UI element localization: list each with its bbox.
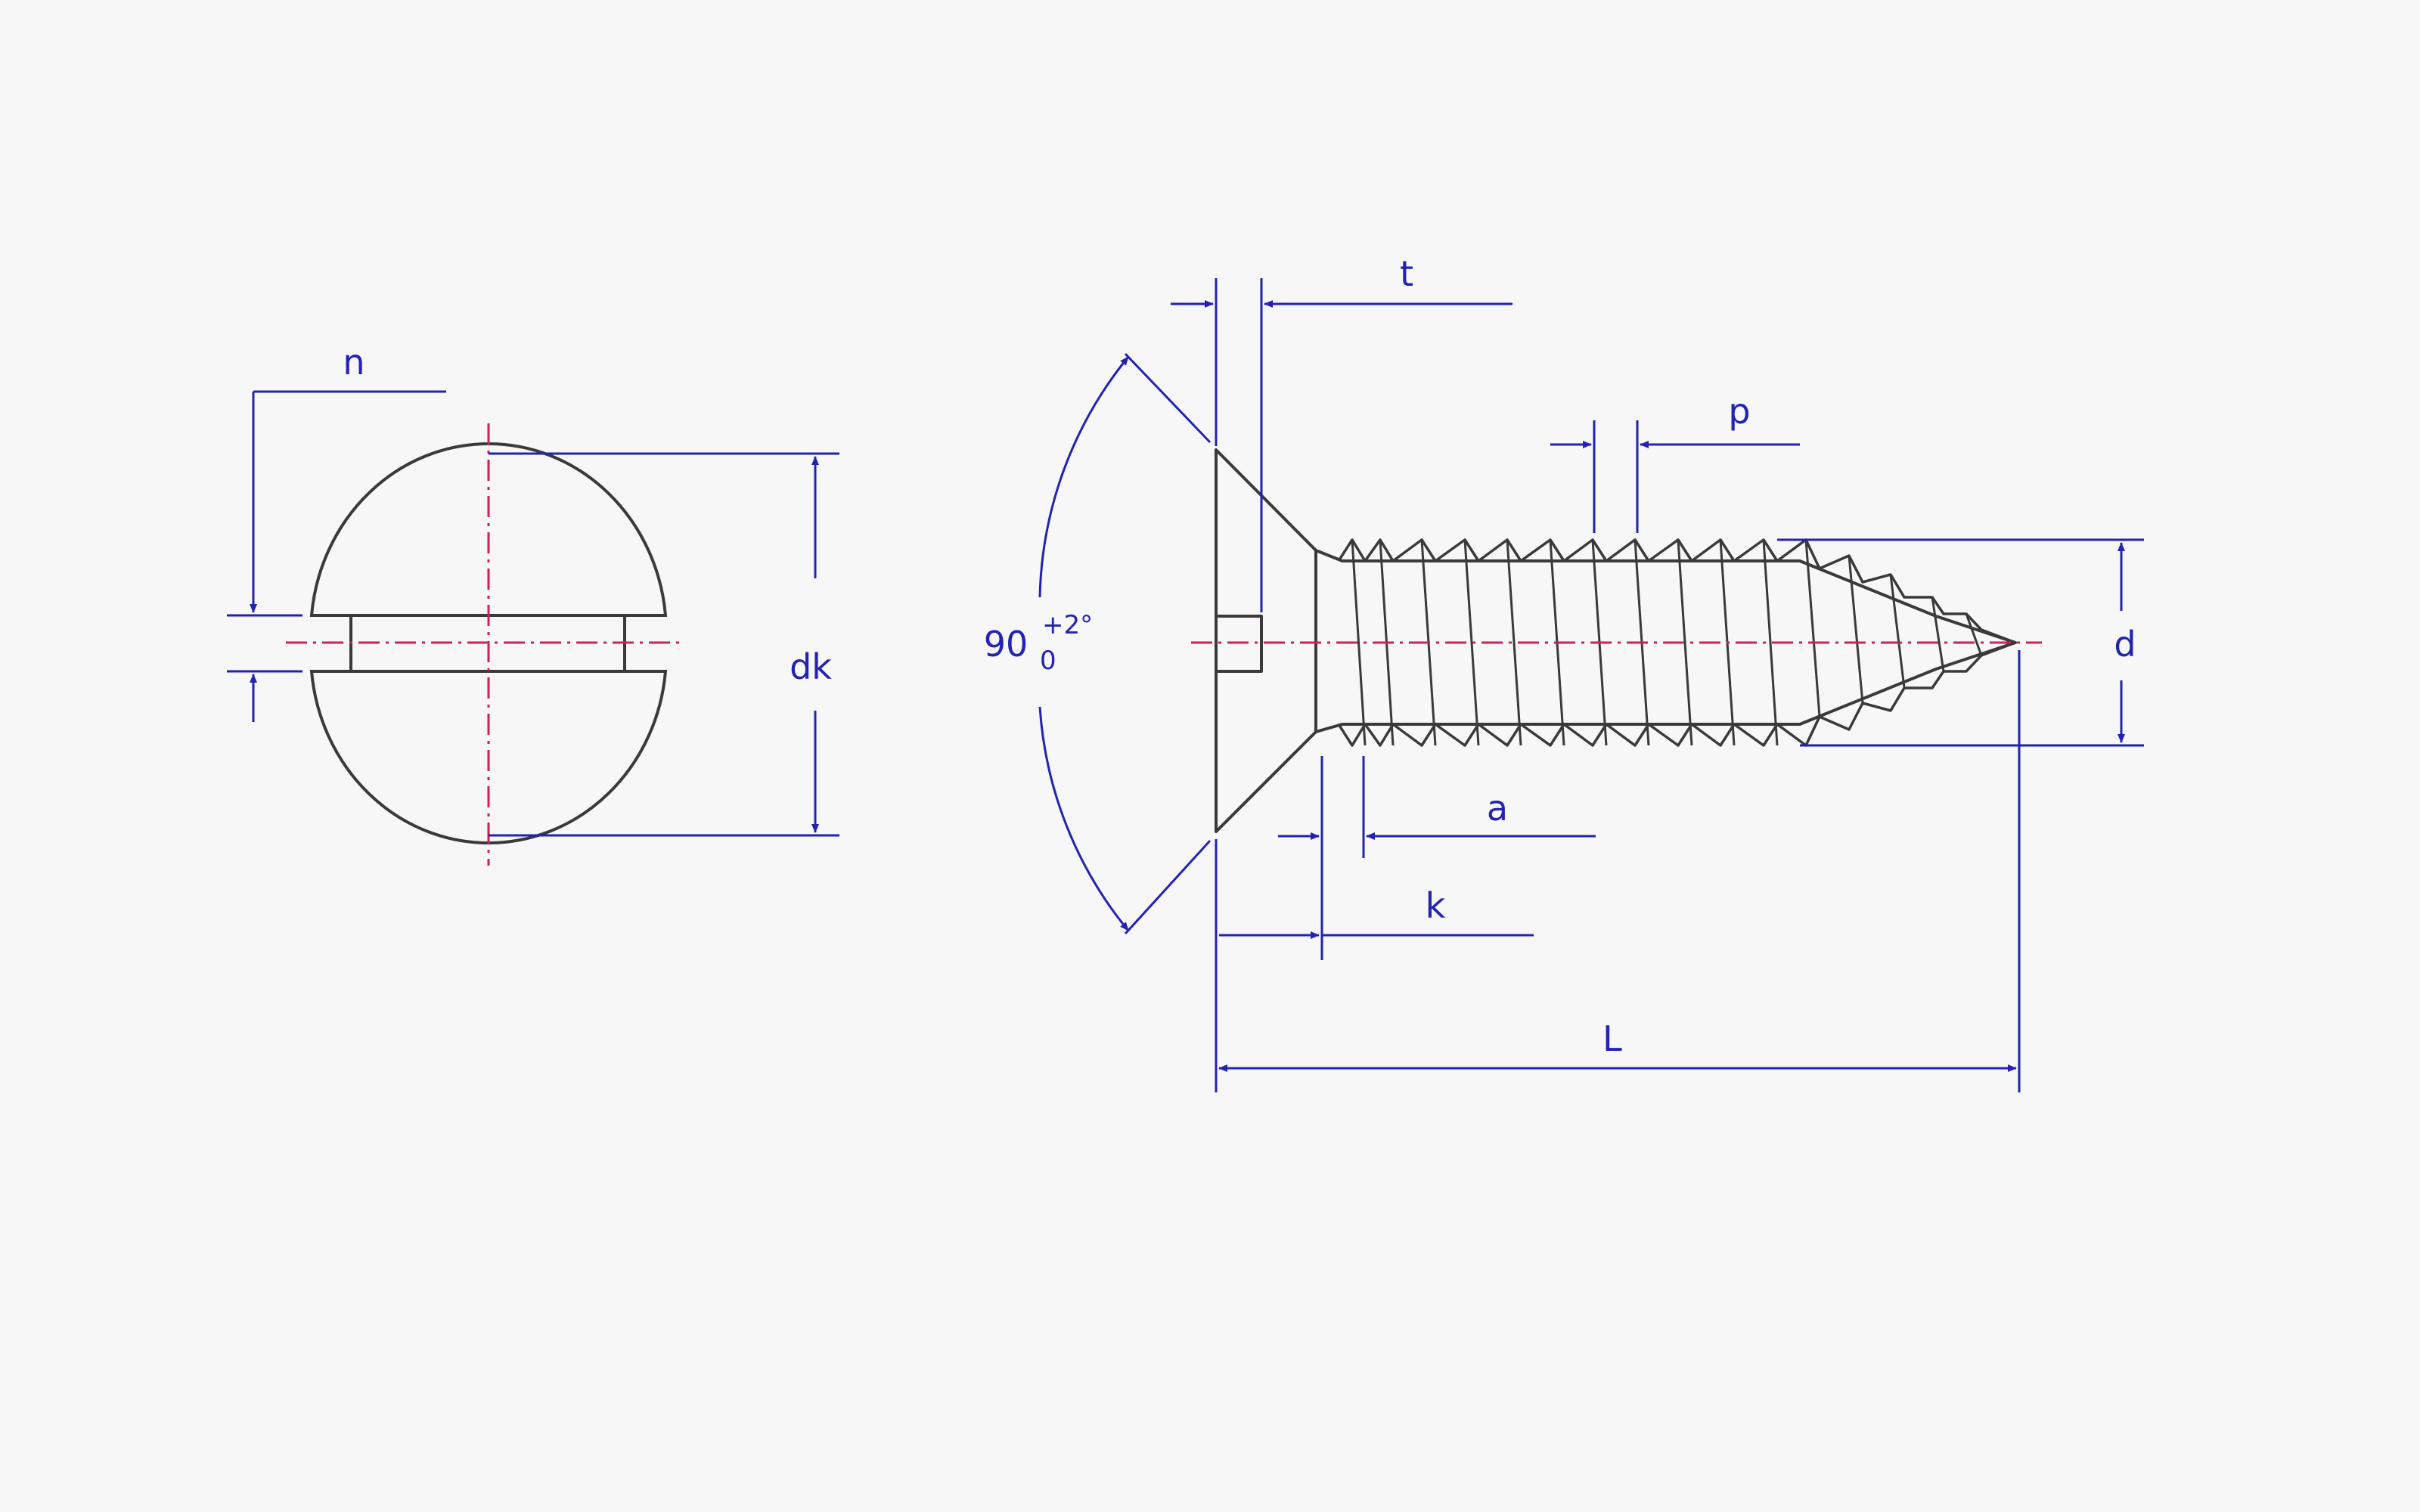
- angle-dimension: [1038, 352, 1212, 935]
- a-label: a: [1487, 788, 1508, 829]
- n-label: n: [343, 342, 365, 383]
- L-dimension: [1218, 650, 2021, 1092]
- k-dimension: [1215, 839, 1534, 1092]
- n-dimension: [227, 390, 446, 722]
- dk-dimension: [489, 452, 839, 837]
- countersunk-head: [1215, 448, 1317, 833]
- shank-core: [1315, 549, 2017, 733]
- head-lower-half: [309, 670, 668, 844]
- angle-main-label: 90: [984, 624, 1028, 665]
- angle-lower-tolerance: 0: [1040, 646, 1056, 676]
- t-label: t: [1400, 253, 1413, 294]
- d-dimension: [1777, 538, 2144, 747]
- head-upper-half: [309, 442, 668, 617]
- angle-upper-tolerance: +2°: [1042, 610, 1093, 640]
- dk-label: dk: [790, 646, 832, 687]
- head-top-centerlines: [286, 423, 684, 866]
- d-label: d: [2114, 624, 2136, 665]
- p-label: p: [1728, 391, 1750, 432]
- thread-crests: [1337, 538, 2016, 747]
- L-label: L: [1602, 1018, 1622, 1059]
- screw-side-view: [1215, 448, 2017, 833]
- head-slot: [1216, 615, 1263, 673]
- p-dimension: [1550, 420, 1800, 533]
- k-label: k: [1426, 885, 1446, 926]
- a-dimension: [1278, 756, 1596, 960]
- t-dimension: [1171, 278, 1512, 612]
